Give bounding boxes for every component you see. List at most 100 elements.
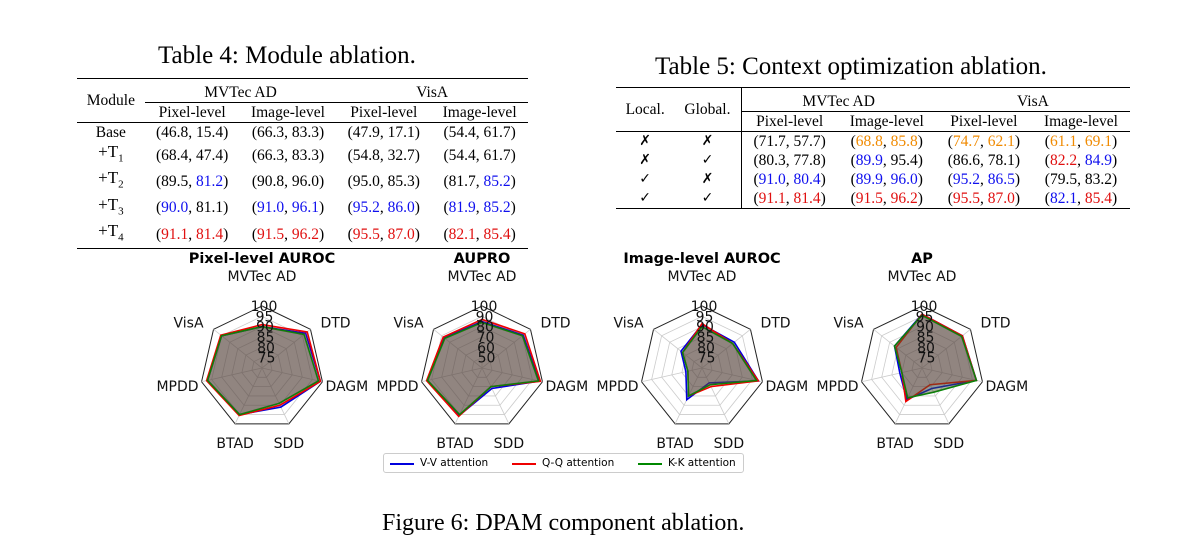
radar-axis-label: BTAD xyxy=(876,436,913,452)
table-cell: (71.7, 57.7) xyxy=(740,131,838,151)
table5-global-mark: ✓ xyxy=(674,189,742,209)
radar-grid-ring xyxy=(471,357,493,378)
cell-value-a: 80.3 xyxy=(758,152,786,169)
radar-grid-ring xyxy=(241,346,283,388)
cell-value-b: 96.0 xyxy=(890,171,918,188)
radar-axis-label: DTD xyxy=(540,315,570,331)
radar-axis-label: BTAD xyxy=(656,436,693,452)
cell-value-b: 69.1 xyxy=(1084,133,1112,150)
cell-value-b: 61.7 xyxy=(483,146,511,164)
table-cell: (68.8, 85.8) xyxy=(837,131,936,151)
radar-grid-ring xyxy=(681,346,723,388)
table-cell: (91.1, 81.4) xyxy=(740,189,838,209)
cell-value-b: 32.7 xyxy=(387,146,415,164)
table-cell: (47.9, 17.1) xyxy=(336,122,432,142)
cell-value-a: 89.9 xyxy=(855,152,883,169)
radar-tick-label: 100 xyxy=(691,299,718,315)
radar-tick-label: 75 xyxy=(918,351,936,367)
radar-tick-label: 50 xyxy=(478,351,496,367)
radar-spoke xyxy=(201,367,263,383)
cell-value-b: 80.4 xyxy=(793,171,821,188)
radar-axis-label: VisA xyxy=(173,315,203,331)
radar-axis-label: MVTec AD xyxy=(228,269,297,285)
radar-chart-title: AUPRO xyxy=(454,251,511,267)
cell-value-b: 83.2 xyxy=(1084,171,1112,188)
radar-grid-ring xyxy=(881,326,963,406)
radar-tick-label: 90 xyxy=(476,309,494,325)
radar-tick-label: 80 xyxy=(476,320,494,336)
radar-grid-ring xyxy=(861,305,983,425)
cell-value-a: 54.4 xyxy=(448,146,476,164)
table4-row-label: +T4 xyxy=(77,221,145,249)
radar-axis-label: MVTec AD xyxy=(668,269,737,285)
table-row: ✗✓(80.3, 77.8)(89.9, 95.4)(86.6, 78.1)(8… xyxy=(616,151,1130,170)
cell-value-a: 47.9 xyxy=(352,124,380,141)
table-cell: (82.2, 84.9) xyxy=(1044,152,1118,169)
cell-value-a: 91.5 xyxy=(256,225,285,243)
radar-tick-label: 95 xyxy=(256,309,274,325)
table-cell: (89.5, 81.2) xyxy=(156,173,229,191)
radar-chart-title: AP xyxy=(911,251,933,267)
radar-series-kk xyxy=(206,325,320,416)
table5-local-mark: ✗ xyxy=(616,131,675,151)
radar-axis-label: MVTec AD xyxy=(888,269,957,285)
table5-global-mark: ✓ xyxy=(701,152,714,168)
table-cell: (95.5, 87.0) xyxy=(935,189,1032,209)
table-cell: (91.0, 96.1) xyxy=(251,199,325,217)
table-row: ✓✗(91.0, 80.4)(89.9, 96.0)(95.2, 86.5)(7… xyxy=(616,170,1130,189)
radar-spoke xyxy=(481,367,543,383)
cell-value-a: 90.8 xyxy=(256,173,285,191)
table-cell: (61.1, 69.1) xyxy=(1031,131,1130,151)
cell-value-b: 81.1 xyxy=(196,199,224,217)
radar-chart-title: Pixel-level AUROC xyxy=(189,251,336,267)
radar-axis-label: MPDD xyxy=(376,379,418,395)
cell-value-b: 81.4 xyxy=(196,225,224,243)
cell-value-b: 86.5 xyxy=(987,171,1015,188)
cell-value-a: 74.7 xyxy=(952,133,980,150)
table5-global-mark: ✗ xyxy=(674,131,742,151)
radar-grid-ring xyxy=(231,336,293,397)
cell-value-a: 90.0 xyxy=(161,199,189,217)
cell-value-a: 91.0 xyxy=(256,199,285,217)
table4-group-mvtec: MVTec AD xyxy=(144,78,337,103)
cell-value-a: 68.4 xyxy=(161,146,189,164)
table4-group-visa: VisA xyxy=(336,78,528,103)
radar-series-kk xyxy=(681,325,758,398)
radar-tick-label: 90 xyxy=(256,320,274,336)
radar-spoke xyxy=(261,329,311,369)
cell-value-b: 81.2 xyxy=(196,173,224,191)
table-cell: (54.4, 61.7) xyxy=(443,146,516,164)
table5-local-header: Local. xyxy=(616,87,675,132)
cell-value-a: 95.5 xyxy=(952,190,980,207)
radar-tick-label: 90 xyxy=(696,320,714,336)
cell-value-b: 85.4 xyxy=(483,225,511,243)
cell-value-b: 62.1 xyxy=(987,133,1015,150)
table-cell: (89.9, 95.4) xyxy=(850,152,923,169)
cell-value-a: 81.7 xyxy=(448,173,476,191)
cell-value-b: 85.2 xyxy=(483,173,511,191)
table5-local-mark: ✓ xyxy=(639,171,652,187)
cell-value-a: 82.2 xyxy=(1049,152,1078,169)
radar-axis-label: VisA xyxy=(613,315,643,331)
radar-spoke xyxy=(701,367,763,383)
table-row: +T1(68.4, 47.4)(66.3, 83.3)(54.8, 32.7)(… xyxy=(77,142,528,168)
table5-group-mvtec: MVTec AD xyxy=(740,87,936,112)
table-row: +T4(91.1, 81.4)(91.5, 96.2)(95.5, 87.0)(… xyxy=(77,221,528,249)
cell-value-a: 91.1 xyxy=(758,190,786,207)
table5-global-mark: ✗ xyxy=(701,171,714,187)
cell-value-b: 96.2 xyxy=(291,225,319,243)
cell-value-b: 84.9 xyxy=(1084,152,1112,169)
radar-spoke xyxy=(873,329,923,369)
table-cell: (89.9, 96.0) xyxy=(850,171,923,188)
radar-tick-label: 85 xyxy=(257,330,275,346)
cell-value-b: 77.8 xyxy=(793,152,821,169)
cell-value-a: 91.1 xyxy=(161,225,189,243)
radar-area-shade xyxy=(207,326,319,415)
table-cell: (81.7, 85.2) xyxy=(443,173,516,191)
table4-row-label: +T1 xyxy=(98,142,124,165)
cell-value-b: 83.3 xyxy=(291,146,319,164)
radar-tick-label: 100 xyxy=(911,299,938,315)
table4-subcol: Image-level xyxy=(250,104,325,121)
table-cell: (95.0, 85.3) xyxy=(347,173,420,191)
radar-spoke xyxy=(653,329,703,369)
